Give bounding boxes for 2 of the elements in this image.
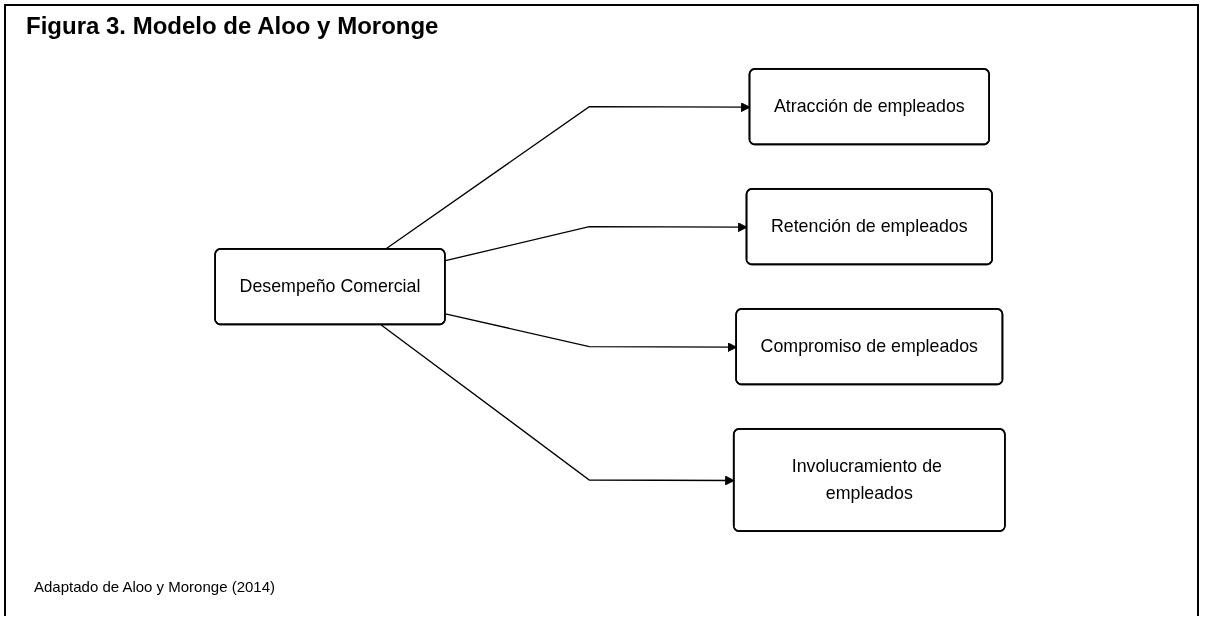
- figure-title: Figura 3. Modelo de Aloo y Moronge: [26, 12, 439, 40]
- figure-caption: Adaptado de Aloo y Moronge (2014): [34, 578, 275, 595]
